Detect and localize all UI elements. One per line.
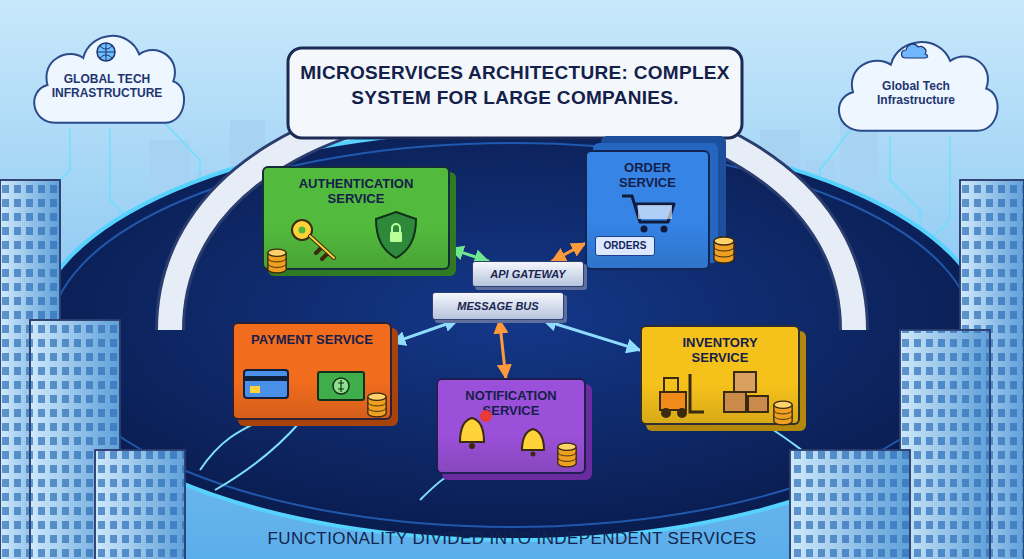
- boxes-icon: [724, 372, 768, 412]
- service-box: PAYMENT SERVICE: [232, 322, 392, 420]
- node-label: Global Tech Infrastructure: [856, 80, 976, 108]
- node-label: AUTHENTICATION SERVICE: [278, 177, 434, 207]
- service-box: ORDER SERVICE ORDERS: [585, 150, 710, 270]
- globe-icon: [97, 43, 115, 61]
- node-label: INVENTORY SERVICE: [656, 336, 784, 366]
- database-icon: [774, 401, 792, 425]
- database-icon: [368, 393, 386, 417]
- database-icon: [268, 249, 286, 273]
- node-label: ORDERS: [604, 240, 647, 252]
- node-label: MESSAGE BUS: [457, 300, 538, 313]
- forklift-icon: [660, 374, 704, 418]
- key-icon: [292, 220, 334, 259]
- node-label: GLOBAL TECH INFRASTRUCTURE: [47, 73, 167, 101]
- cloud-node: Global Tech Infrastructure: [826, 28, 1006, 138]
- node-label: PAYMENT SERVICE: [251, 333, 373, 348]
- database-icon: [558, 443, 576, 467]
- tag-box: ORDERS: [595, 236, 655, 256]
- node-label: NOTIFICATION SERVICE: [452, 389, 570, 419]
- cloud-outline: [34, 36, 184, 123]
- title-text: MICROSERVICES ARCHITECTURE: COMPLEX SYST…: [300, 60, 730, 110]
- shield-icon: [376, 212, 416, 258]
- money-icon: [318, 372, 364, 400]
- bell-icon: [522, 429, 544, 457]
- node-label: API GATEWAY: [490, 268, 565, 281]
- caption-text: FUNCTIONALITY DIVIDED INTO INDEPENDENT S…: [180, 529, 844, 549]
- connector-arrow: [552, 243, 585, 261]
- title-banner: [288, 48, 742, 138]
- credit-card-icon: [244, 370, 288, 398]
- service-box: AUTHENTICATION SERVICE: [262, 166, 450, 270]
- connector-arrow: [450, 249, 488, 261]
- service-box: INVENTORY SERVICE: [640, 325, 800, 425]
- gateway-bar: API GATEWAY: [472, 261, 584, 287]
- database-icon: [714, 237, 734, 263]
- foreground-buildings: [0, 180, 1024, 559]
- cloud-icon: [902, 44, 928, 58]
- cloud-node: GLOBAL TECH INFRASTRUCTURE: [22, 22, 192, 130]
- connector-arrow: [543, 320, 640, 350]
- cloud-outline: [839, 42, 998, 131]
- bell-icon: [460, 410, 492, 449]
- service-box: NOTIFICATION SERVICE: [436, 378, 586, 474]
- cart-icon: [622, 196, 674, 233]
- connector-arrow: [500, 320, 506, 378]
- node-label: ORDER SERVICE: [601, 161, 694, 191]
- bus-bar: MESSAGE BUS: [432, 292, 564, 320]
- connector-arrow: [392, 320, 458, 343]
